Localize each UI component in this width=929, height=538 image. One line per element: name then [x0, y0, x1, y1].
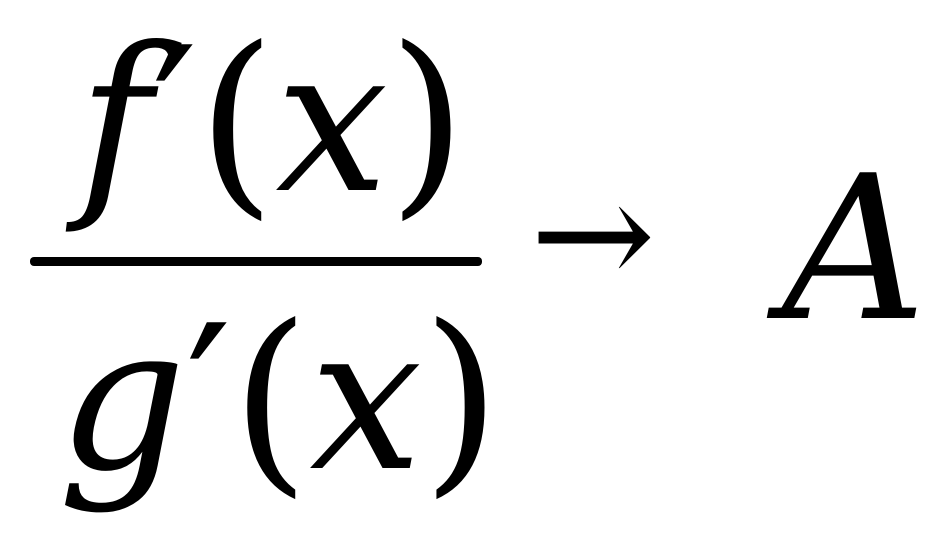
numerator-close-paren: ) [388, 5, 467, 238]
denominator-variable: x [309, 283, 423, 516]
numerator-prime: ′ [152, 5, 198, 238]
denominator-close-paren: ) [422, 283, 501, 516]
denominator-open-paren: ( [231, 283, 310, 516]
numerator-function: f [78, 5, 153, 238]
denominator: g′(x) [58, 300, 500, 500]
numerator-open-paren: ( [197, 5, 276, 238]
limit-value: A [782, 133, 927, 366]
denominator-prime: ′ [186, 283, 232, 516]
right-arrow-icon: → [530, 148, 656, 322]
fraction-bar [30, 257, 482, 266]
numerator: f′(x) [78, 22, 466, 222]
denominator-function: g [58, 283, 187, 516]
numerator-variable: x [275, 5, 389, 238]
